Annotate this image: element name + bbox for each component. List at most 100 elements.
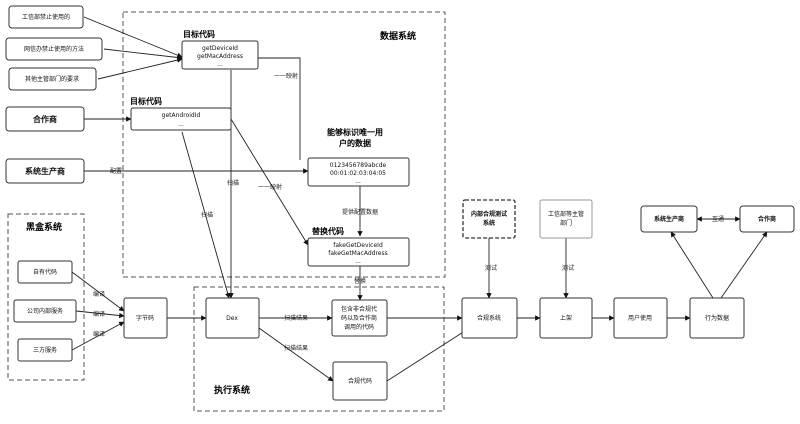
label-scan-1: 扫描: [227, 179, 239, 187]
edge-compliant-compliance: [386, 328, 469, 382]
edge-behavior-os: [670, 231, 714, 299]
noncompliant-line-3: 调用的代码: [344, 323, 374, 331]
unique-data-label-line-1: 能够标识唯一用: [327, 127, 383, 137]
noncompliant-line-1: 包含非合规代: [341, 305, 377, 313]
partner-left-text: 合作商: [32, 114, 57, 124]
partner-right-box: [739, 205, 795, 233]
label-scan-2: 扫描: [201, 211, 213, 219]
behavior-data-box: [689, 297, 745, 339]
release-text: 上架: [560, 314, 572, 322]
edge-cac-code1: [103, 48, 183, 61]
bytecode-text: 字节码: [136, 314, 154, 322]
internal-service-text: 公司内部服务: [27, 307, 63, 315]
os-vendor-right-box: [640, 205, 698, 233]
code-box-2-line-2: ...: [178, 121, 184, 128]
data-box: [307, 157, 410, 187]
miit-dept-line-1: 工信部等主管: [548, 210, 584, 218]
label-scan-result-1: 扫描结果: [284, 314, 308, 322]
replace-code-label: 替换代码: [312, 226, 344, 236]
blackbox-label: 黑盒系统: [26, 221, 62, 233]
code-box-1-line-2: getMacAddress: [197, 53, 243, 60]
label-test-1: 测试: [485, 264, 497, 272]
own-code-text: 自有代码: [33, 268, 57, 276]
bytecode-box: [123, 297, 168, 339]
label-compile-3: 编译: [93, 330, 105, 338]
edge-scan-result2: [258, 327, 334, 382]
behavior-data-text: 行为数据: [705, 314, 729, 322]
internal-service-box: [13, 299, 77, 323]
partner-right-text: 合作商: [758, 215, 776, 223]
edge-map2: [230, 118, 309, 246]
compliant-code-text: 合规代码: [348, 377, 372, 385]
user-use-box: [613, 297, 668, 339]
label-interop: 互通: [712, 215, 724, 223]
user-use-text: 用户使用: [628, 314, 652, 322]
label-compile-1: 编译: [93, 290, 105, 298]
noncompliant-line-2: 码以及合作商: [341, 314, 377, 322]
edges: [71, 16, 768, 382]
data-box-line-1: 0123456789abcde: [330, 162, 387, 169]
fake-box-line-2: fakeGetMacAddress: [328, 250, 387, 257]
compliance-sys-text: 合规系统: [477, 314, 501, 322]
edge-compile1: [71, 271, 125, 312]
edge-scan2: [181, 131, 231, 299]
code-box-1-line-3: ...: [217, 61, 223, 68]
dex-text: Dex: [226, 315, 238, 322]
code-box-1-line-1: getDeviceId: [202, 45, 238, 52]
fake-box: [307, 237, 410, 267]
nodes: 工信部禁止使用的 网信办禁止使用的方法 其他主管部门的要求 合作商 系统生产商 …: [5, 5, 795, 401]
other-reg-text: 其他主管部门的要求: [25, 75, 79, 83]
data-system-region: [122, 11, 446, 278]
internal-test-box: [462, 199, 516, 239]
data-box-line-3: ...: [355, 178, 361, 185]
label-scan-result-2: 扫描结果: [284, 344, 308, 352]
os-vendor-text: 系统生产商: [25, 166, 65, 176]
internal-test-line-2: 系统: [483, 219, 495, 227]
exec-system-region: [193, 286, 445, 412]
miit-dept-box: [539, 199, 593, 239]
third-service-box: [17, 338, 73, 362]
cac-method-box: [5, 37, 103, 61]
code-box-1: [181, 40, 259, 70]
exec-system-label: 执行系统: [214, 384, 250, 396]
third-service-text: 三方服务: [33, 346, 57, 354]
os-vendor-box: [5, 158, 85, 184]
other-reg-box: [8, 67, 97, 91]
edge-labels: 一一映射 一一映射 配置 扫描 扫描 提供配置数据 替换 编译 编译 编译 扫描…: [93, 72, 724, 352]
edge-other-code1: [97, 57, 183, 80]
internal-test-line-1: 内部合规测试: [471, 210, 507, 218]
cac-method-text: 网信办禁止使用的方法: [24, 45, 84, 53]
label-compile-2: 编译: [93, 310, 105, 318]
target-code-2-label: 目标代码: [130, 96, 162, 106]
fake-box-line-3: ...: [355, 258, 361, 265]
miit-ban-text: 工信部禁止使用的: [22, 13, 70, 21]
noncompliant-box: [331, 299, 388, 337]
edge-behavior-partner: [720, 231, 768, 299]
miit-ban-box: [8, 5, 84, 29]
own-code-box: [17, 260, 73, 284]
edge-compile2: [75, 310, 125, 319]
miit-dept-line-2: 部门: [560, 219, 572, 227]
compliance-sys-box: [461, 297, 518, 339]
edge-miit-code1: [83, 16, 183, 58]
os-vendor-right-text: 系统生产商: [654, 215, 684, 223]
label-provide-config: 提供配置数据: [342, 208, 378, 216]
label-test-2: 测试: [562, 264, 574, 272]
target-code-1-label: 目标代码: [183, 29, 215, 39]
edge-compile3: [71, 321, 125, 351]
label-config: 配置: [110, 168, 122, 175]
fake-box-line-1: fakeGetDeviceId: [333, 242, 383, 249]
unique-data-label-line-2: 户的数据: [339, 138, 371, 148]
blackbox-region: [7, 213, 85, 381]
code-box-2-line-1: getAndroidId: [162, 112, 201, 119]
label-replace: 替换: [354, 277, 366, 285]
release-box: [539, 297, 593, 339]
code-box-2: [130, 107, 232, 131]
data-box-line-2: 00:01:02:03:04:05: [330, 170, 386, 177]
edge-map1: [258, 57, 301, 160]
dex-box: [205, 297, 260, 339]
partner-left-box: [5, 106, 85, 132]
label-one-to-one-1: 一一映射: [274, 72, 298, 80]
